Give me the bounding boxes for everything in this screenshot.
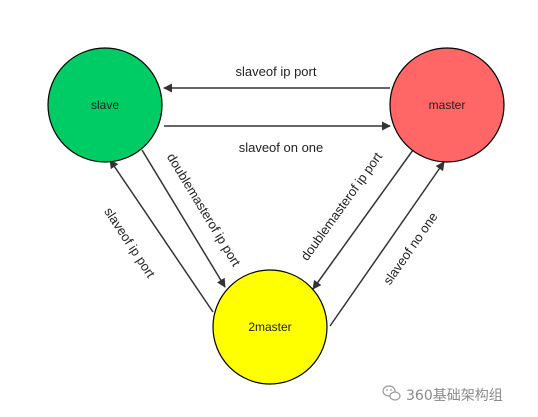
watermark: 360基础架构组: [382, 385, 503, 404]
edge-label-master-to-slave: slaveof ip port: [236, 64, 317, 79]
edge-line: [329, 161, 445, 327]
edge-label-2master-to-master: slaveof no one: [380, 209, 441, 287]
edge-master-to-slave: slaveof ip port: [163, 64, 390, 93]
node-2master-label: 2master: [248, 320, 291, 334]
node-2master: 2master: [212, 269, 328, 385]
edge-line: [141, 149, 226, 288]
node-master: master: [389, 47, 505, 163]
node-master-label: master: [429, 98, 466, 112]
node-slave: slave: [47, 47, 163, 163]
node-slave-label: slave: [91, 98, 119, 112]
node-2master-circle: [212, 269, 328, 385]
watermark-text: 360基础架构组: [406, 387, 503, 404]
edge-line: [109, 159, 214, 313]
edge-slave-to-2master: doublemasterof ip port: [141, 149, 244, 288]
edge-line: [312, 149, 414, 290]
wechat-icon: [382, 385, 401, 401]
edge-label-2master-to-slave: slaveof ip port: [101, 205, 158, 281]
edge-label-slave-to-master: slaveof on one: [239, 140, 324, 155]
node-slave-circle: [47, 47, 163, 163]
edge-slave-to-master: slaveof on one: [164, 121, 391, 155]
node-master-circle: [389, 47, 505, 163]
